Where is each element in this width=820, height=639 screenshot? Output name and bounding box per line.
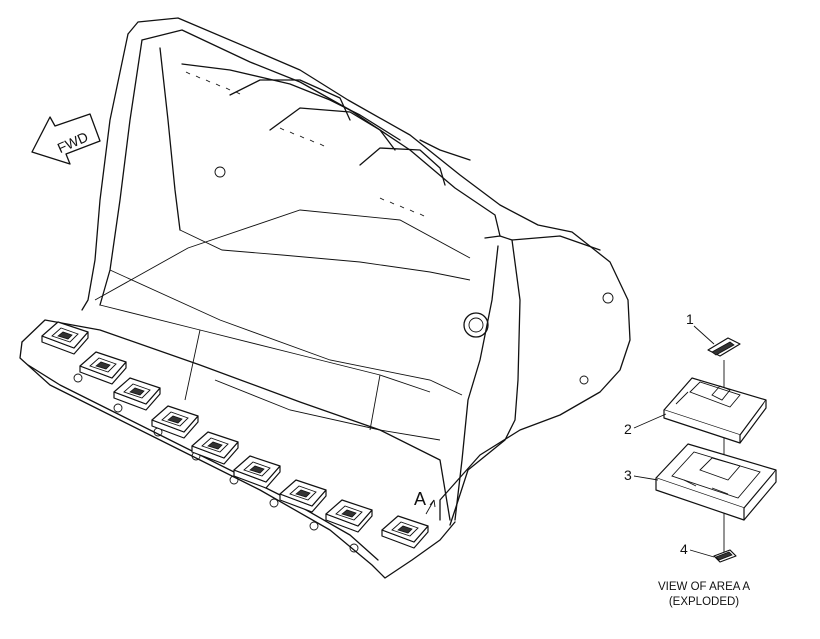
hinge-bolt-rows — [185, 71, 425, 217]
callout-number: 1 — [686, 311, 694, 327]
wear-button-row — [41, 321, 429, 549]
wear-button — [191, 431, 239, 465]
callout-number: 3 — [624, 467, 632, 483]
part-4-keeper — [713, 549, 737, 563]
bucket-body — [19, 17, 631, 579]
callout-number: 2 — [624, 421, 632, 437]
area-a-marker: A — [414, 489, 436, 515]
part-1-keeper — [707, 337, 741, 357]
part-3-housing — [655, 443, 777, 521]
area-a-label: A — [414, 489, 426, 509]
view-caption-line-1: VIEW OF AREA A — [658, 581, 750, 593]
callout-4: 4 — [680, 541, 715, 558]
part-2-plate — [663, 377, 767, 444]
callout-number: 4 — [680, 541, 688, 557]
fwd-arrow-icon: FWD — [31, 113, 101, 165]
wear-button — [113, 377, 161, 411]
wear-button — [233, 455, 281, 489]
wear-button — [151, 405, 199, 439]
callout-1: 1 — [686, 311, 715, 345]
wear-button — [79, 351, 127, 385]
wear-button — [325, 499, 373, 533]
exploded-view: 1 2 3 4 VIEW OF AREA A (EXPLODED) — [624, 311, 777, 608]
view-caption-line-2: (EXPLODED) — [669, 596, 739, 608]
callout-3: 3 — [624, 467, 659, 483]
wear-button — [41, 321, 89, 355]
callout-2: 2 — [624, 413, 667, 437]
wear-button — [279, 479, 327, 513]
wear-button — [381, 515, 429, 549]
